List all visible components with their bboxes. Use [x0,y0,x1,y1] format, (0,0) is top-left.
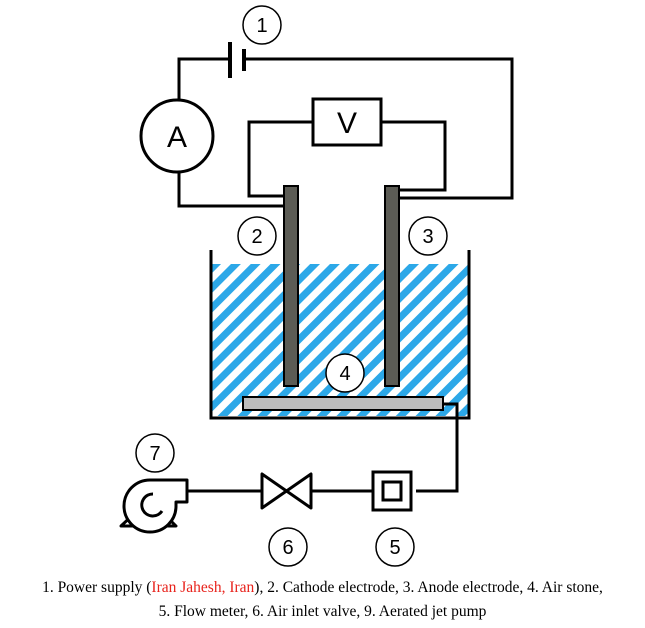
air-stone [242,396,444,411]
svg-text:4: 4 [339,363,350,385]
figure-caption: 1. Power supply (Iran Jahesh, Iran), 2. … [0,576,645,624]
flow-meter-inner [381,480,403,502]
ammeter-label: A [167,121,187,154]
electrochemical-setup-diagram: A V 1 2 3 4 5 [119,5,514,567]
air-inlet-valve [260,472,313,510]
callout-2: 2 [237,216,277,256]
callout-4: 4 [325,353,365,393]
svg-text:5: 5 [389,537,400,559]
air-line-top [416,402,459,493]
caption-line-1-pre: 1. Power supply ( [42,579,152,596]
voltmeter-wire-right [381,120,447,192]
voltmeter-wire [247,120,313,198]
svg-text:7: 7 [149,443,160,465]
water-fill [212,264,468,416]
callout-3: 3 [408,216,448,256]
aerated-jet-pump [119,478,189,534]
svg-text:2: 2 [251,226,262,248]
callout-1: 1 [242,5,282,45]
svg-text:6: 6 [282,537,293,559]
svg-text:3: 3 [422,226,433,248]
caption-highlight: Iran Jahesh, Iran [151,579,255,596]
ammeter [139,98,215,174]
anode-electrode [384,185,400,387]
supply-wire-right [246,57,514,200]
voltmeter-label: V [337,107,357,140]
caption-line-1-post: ), 2. Cathode electrode, 3. Anode electr… [254,579,603,596]
voltmeter [311,97,383,147]
caption-line-2: 5. Flow meter, 6. Air inlet valve, 9. Ae… [158,603,487,620]
cathode-electrode [283,185,299,387]
caption-line-1: 1. Power supply (Iran Jahesh, Iran), 2. … [0,576,645,600]
tank [209,250,471,420]
callout-5: 5 [375,527,415,567]
callout-6: 6 [268,527,308,567]
callout-7: 7 [135,433,175,473]
svg-text:1: 1 [256,15,267,37]
